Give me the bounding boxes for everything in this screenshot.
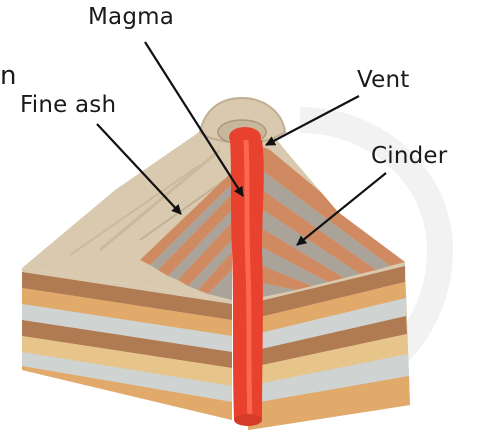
cinder-label: Cinder: [371, 145, 447, 168]
cropped-text-fragment: n: [0, 63, 17, 89]
magma-label: Magma: [88, 6, 174, 29]
fine-ash-label: Fine ash: [20, 94, 116, 117]
vent-label: Vent: [357, 69, 410, 92]
